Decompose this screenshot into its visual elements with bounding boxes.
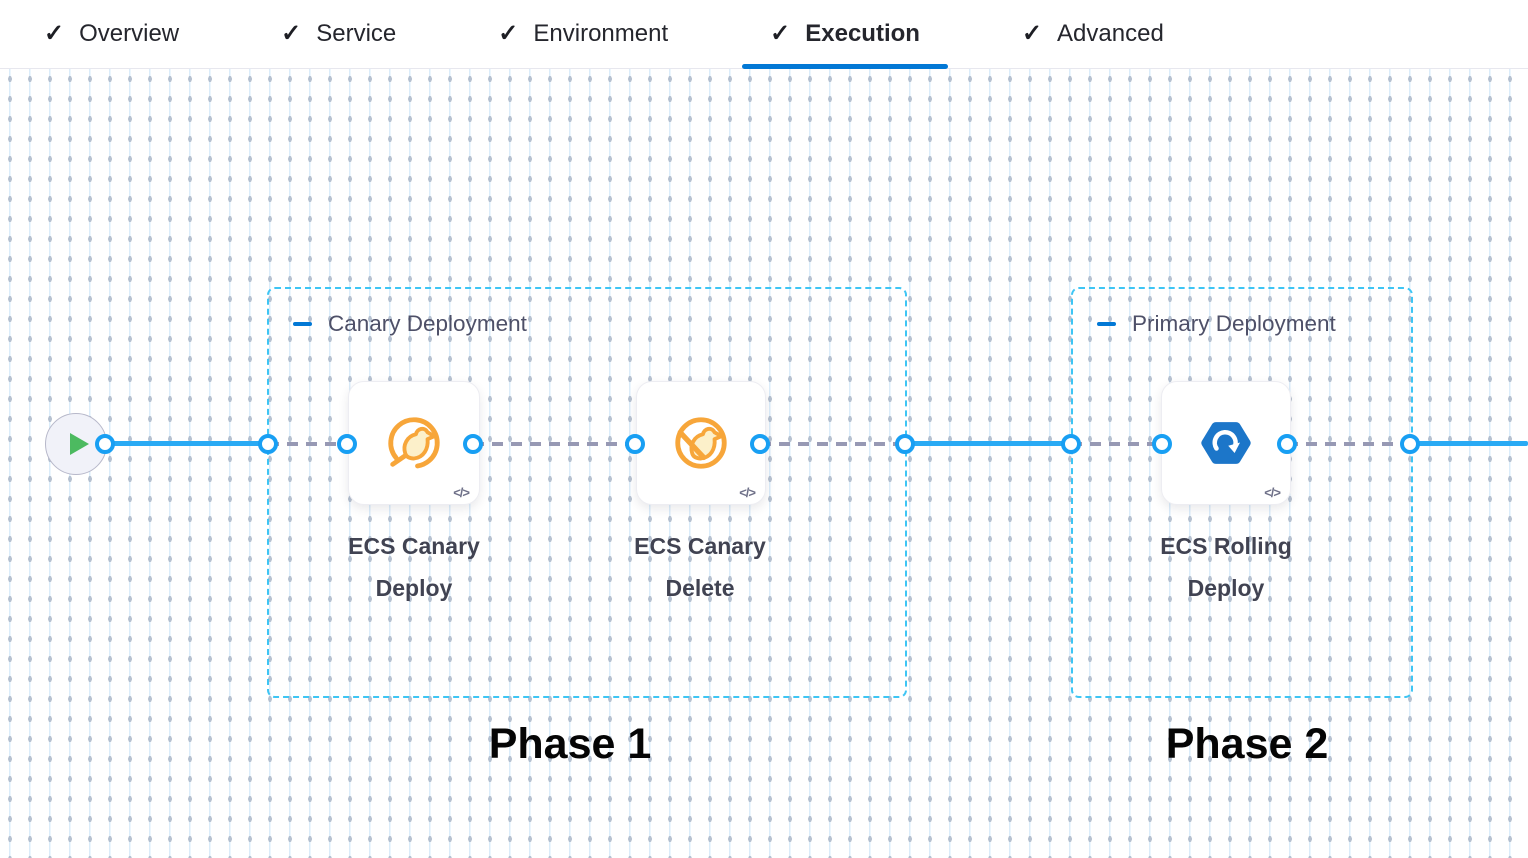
flow-line-solid	[1410, 441, 1528, 446]
check-icon: ✓	[281, 20, 302, 47]
flow-line-dashed	[473, 442, 635, 446]
step-card-ecs-canary-delete[interactable]: </>	[636, 381, 766, 505]
code-icon: </>	[739, 485, 756, 500]
ecs-rolling-icon	[1201, 422, 1251, 464]
tab-overview[interactable]: ✓ Overview	[16, 0, 207, 68]
step-card-ecs-canary-deploy[interactable]: </>	[348, 381, 480, 505]
flow-line-dashed	[760, 442, 905, 446]
canary-deploy-icon	[388, 417, 440, 469]
tab-label: Environment	[533, 20, 669, 47]
pipeline-canvas[interactable]: Canary Deployment Primary Deployment </>	[0, 69, 1528, 858]
step-card-ecs-rolling-deploy[interactable]: </>	[1161, 381, 1291, 505]
code-icon: </>	[453, 485, 470, 500]
tab-execution[interactable]: ✓ Execution	[742, 0, 948, 69]
step-label-ecs-canary-deploy: ECS Canary Deploy	[348, 533, 480, 601]
group-label: Primary Deployment	[1132, 311, 1336, 336]
tab-environment[interactable]: ✓ Environment	[470, 0, 696, 68]
connector-port[interactable]	[750, 434, 770, 454]
collapse-minus-icon[interactable]	[293, 322, 312, 326]
step-label-ecs-canary-delete: ECS Canary Delete	[634, 533, 766, 601]
flow-line-dashed	[1287, 442, 1410, 446]
play-icon	[69, 433, 89, 455]
connector-port[interactable]	[337, 434, 357, 454]
tab-service[interactable]: ✓ Service	[253, 0, 424, 68]
flow-line-dashed	[268, 442, 347, 446]
check-icon: ✓	[770, 20, 791, 47]
connector-port[interactable]	[258, 434, 278, 454]
pipeline-stage-tab-bar: ✓ Overview ✓ Service ✓ Environment ✓ Exe…	[0, 0, 1528, 69]
group-header[interactable]: Canary Deployment	[293, 311, 527, 337]
connector-port[interactable]	[1061, 434, 1081, 454]
tab-label: Execution	[805, 20, 920, 47]
connector-port[interactable]	[1400, 434, 1420, 454]
flow-line-solid	[105, 441, 268, 446]
connector-port[interactable]	[1277, 434, 1297, 454]
tab-label: Advanced	[1057, 20, 1164, 47]
group-header[interactable]: Primary Deployment	[1097, 311, 1336, 337]
tab-label: Overview	[79, 20, 180, 47]
flow-line-dashed	[1071, 442, 1162, 446]
check-icon: ✓	[1021, 20, 1043, 47]
connector-port[interactable]	[95, 434, 115, 454]
phase-label: Phase 2	[1165, 720, 1329, 768]
tab-label: Service	[316, 20, 397, 47]
connector-port[interactable]	[1152, 434, 1172, 454]
check-icon: ✓	[44, 20, 65, 47]
tab-advanced[interactable]: ✓ Advanced	[994, 0, 1192, 68]
flow-line-solid	[905, 441, 1071, 446]
connector-port[interactable]	[625, 434, 645, 454]
step-group-canary-deployment[interactable]: Canary Deployment	[267, 287, 907, 698]
connector-port[interactable]	[895, 434, 915, 454]
step-group-primary-deployment[interactable]: Primary Deployment	[1071, 287, 1413, 698]
phase-label: Phase 1	[488, 720, 652, 768]
check-icon: ✓	[498, 20, 519, 47]
collapse-minus-icon[interactable]	[1097, 322, 1116, 326]
connector-port[interactable]	[463, 434, 483, 454]
canary-delete-icon	[675, 417, 727, 469]
step-label-ecs-rolling-deploy: ECS Rolling Deploy	[1160, 533, 1292, 601]
group-label: Canary Deployment	[328, 311, 527, 336]
code-icon: </>	[1264, 485, 1281, 500]
